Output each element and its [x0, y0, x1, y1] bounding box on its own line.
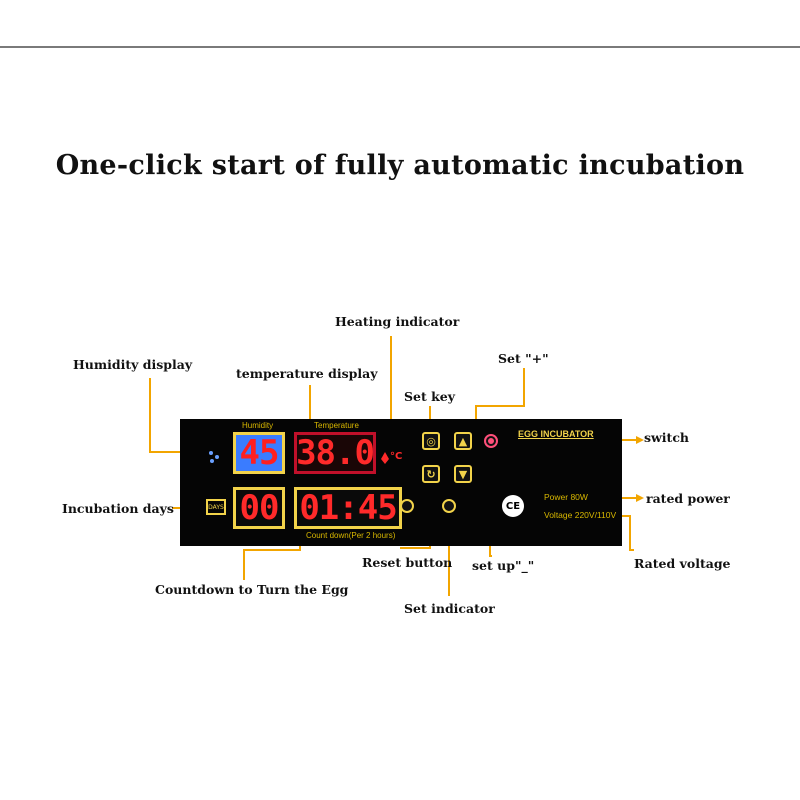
refresh-icon: ↻	[426, 467, 436, 481]
set-indicator-led	[442, 499, 456, 513]
callout-set-indicator: Set indicator	[404, 601, 495, 616]
callout-reset-button: Reset button	[362, 555, 453, 570]
power-spec: Power 80W	[544, 492, 588, 502]
page-headline: One-click start of fully automatic incub…	[55, 150, 745, 181]
power-icon	[488, 438, 494, 444]
set-key-icon: ◎	[426, 434, 436, 448]
plus-button[interactable]: ▲	[454, 432, 472, 450]
set-key-button[interactable]: ◎	[422, 432, 440, 450]
humidity-label: Humidity	[242, 421, 274, 430]
leader-rated-voltage	[618, 515, 634, 551]
humidity-display: 45	[233, 432, 285, 474]
callout-set-up-minus: set up"_"	[472, 558, 535, 573]
chevron-down-icon: ▼	[458, 467, 468, 481]
leader-set-plus	[475, 368, 525, 430]
power-switch-button[interactable]	[484, 434, 498, 448]
temperature-unit: °C	[390, 451, 403, 462]
callout-countdown-turn-egg: Countdown to Turn the Egg	[155, 582, 349, 597]
incubation-days-display: 00	[233, 487, 285, 529]
voltage-spec: Voltage 220V/110V	[544, 510, 617, 520]
temperature-label: Temperature	[314, 421, 359, 430]
minus-button[interactable]: ▼	[454, 465, 472, 483]
callout-switch: switch	[644, 430, 690, 445]
callout-set-plus: Set "+"	[498, 351, 549, 366]
temperature-display: 38.0	[294, 432, 376, 474]
callout-rated-voltage: Rated voltage	[634, 556, 731, 571]
callout-incubation-days: Incubation days	[62, 501, 174, 516]
reset-button[interactable]: ↻	[422, 465, 440, 483]
callout-heating-indicator: Heating indicator	[335, 314, 460, 329]
callout-humidity-display: Humidity display	[73, 357, 193, 372]
callout-temperature-display: temperature display	[236, 366, 378, 381]
heating-indicator-icon	[380, 449, 390, 464]
days-calendar-icon: DAYS	[206, 499, 226, 515]
top-divider	[0, 46, 800, 48]
brand-label: EGG INCUBATOR	[518, 429, 594, 439]
callout-set-key: Set key	[404, 389, 455, 404]
incubator-control-panel: Humidity Temperature 45 38.0 °C DAYS 00 …	[180, 419, 622, 546]
turn-indicator-led	[400, 499, 414, 513]
countdown-label: Count down(Per 2 hours)	[306, 531, 396, 540]
countdown-display: 01:45	[294, 487, 402, 529]
callout-rated-power: rated power	[646, 491, 730, 506]
days-icon-label: DAYS	[208, 503, 224, 511]
humidity-drop-icon	[206, 445, 222, 467]
chevron-up-icon: ▲	[458, 434, 468, 448]
ce-mark-icon: CE	[502, 495, 524, 517]
